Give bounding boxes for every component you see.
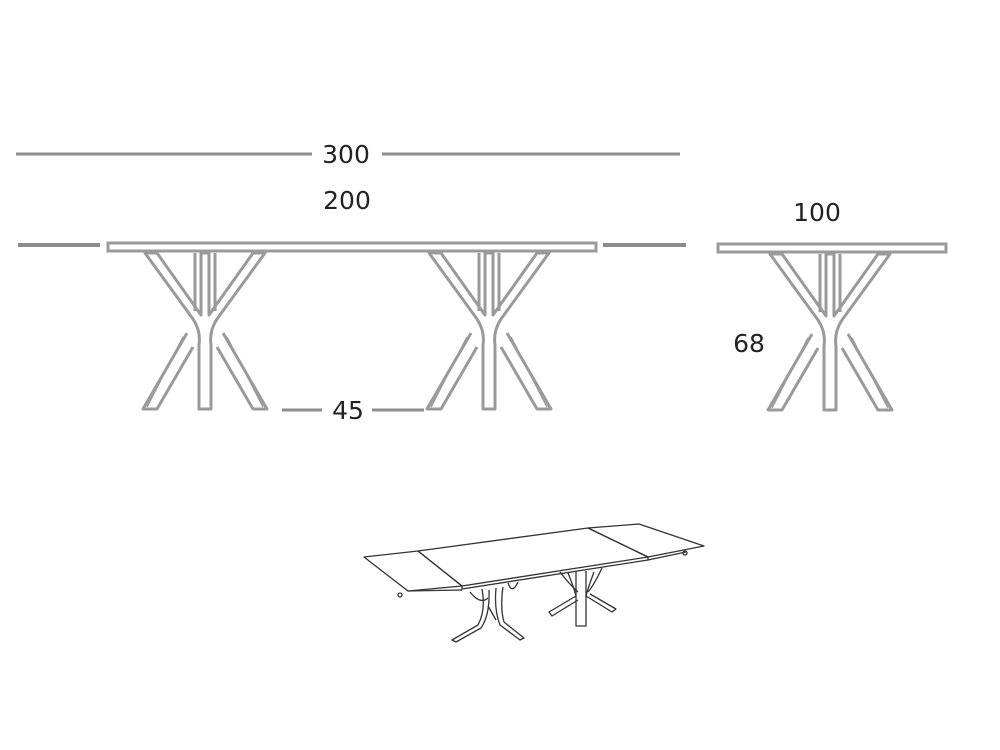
side-pedestal-leg <box>766 252 894 412</box>
height-label: 68 <box>733 329 765 358</box>
leg-gap-label: 45 <box>332 396 364 425</box>
side-table-top <box>716 242 948 254</box>
perspective-view <box>363 523 705 643</box>
perspective-leg-right <box>548 567 617 627</box>
pedestal-leg-right <box>425 251 553 411</box>
front-elevation: 45 <box>18 241 686 425</box>
extended-length-label: 300 <box>322 140 370 169</box>
width-label: 100 <box>793 198 841 227</box>
perspective-leg-left <box>451 581 525 643</box>
perspective-leaf-left <box>363 550 463 592</box>
closed-length-label: 200 <box>323 186 371 215</box>
perspective-leaf-right <box>587 523 705 558</box>
table-top <box>106 241 598 253</box>
pedestal-leg-left <box>141 251 269 411</box>
side-elevation: 100 68 <box>716 198 948 412</box>
extended-length-dimension: 300 <box>16 140 680 169</box>
